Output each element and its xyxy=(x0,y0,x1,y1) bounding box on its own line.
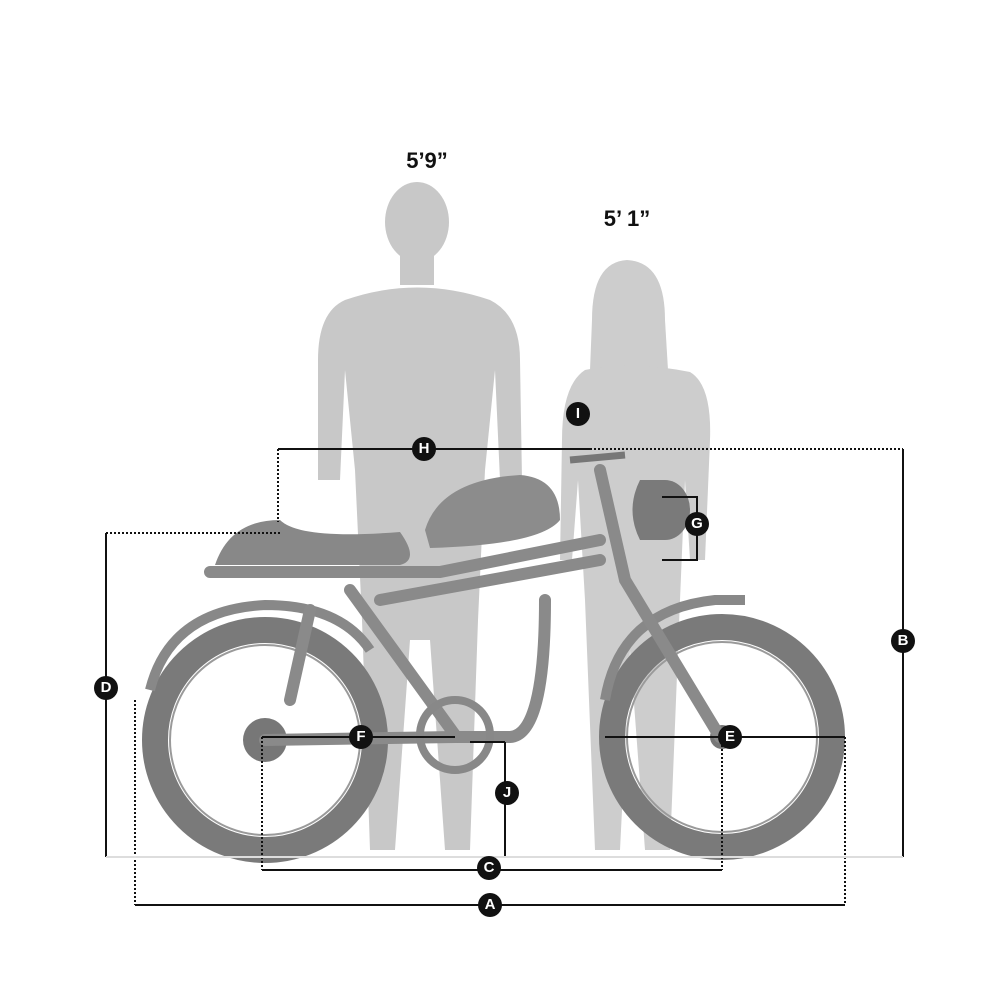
height-label-tall: 5’9” xyxy=(406,148,448,173)
e-bike xyxy=(142,451,845,863)
marker-a: A xyxy=(478,893,502,917)
seat xyxy=(215,520,410,565)
marker-d: D xyxy=(94,676,118,700)
front-fender xyxy=(600,595,745,701)
woman-silhouette xyxy=(560,260,711,850)
headlight xyxy=(632,480,690,540)
marker-h: H xyxy=(412,437,436,461)
marker-g: G xyxy=(685,512,709,536)
marker-i: I xyxy=(566,402,590,426)
battery-tank xyxy=(425,475,560,548)
chainring xyxy=(416,696,494,774)
marker-f: F xyxy=(349,725,373,749)
rear-fender xyxy=(145,599,375,692)
marker-b: B xyxy=(891,629,915,653)
marker-e: E xyxy=(718,725,742,749)
marker-j: J xyxy=(495,781,519,805)
marker-c: C xyxy=(477,856,501,880)
handlebar xyxy=(569,451,626,464)
height-label-short: 5’ 1” xyxy=(603,206,651,231)
